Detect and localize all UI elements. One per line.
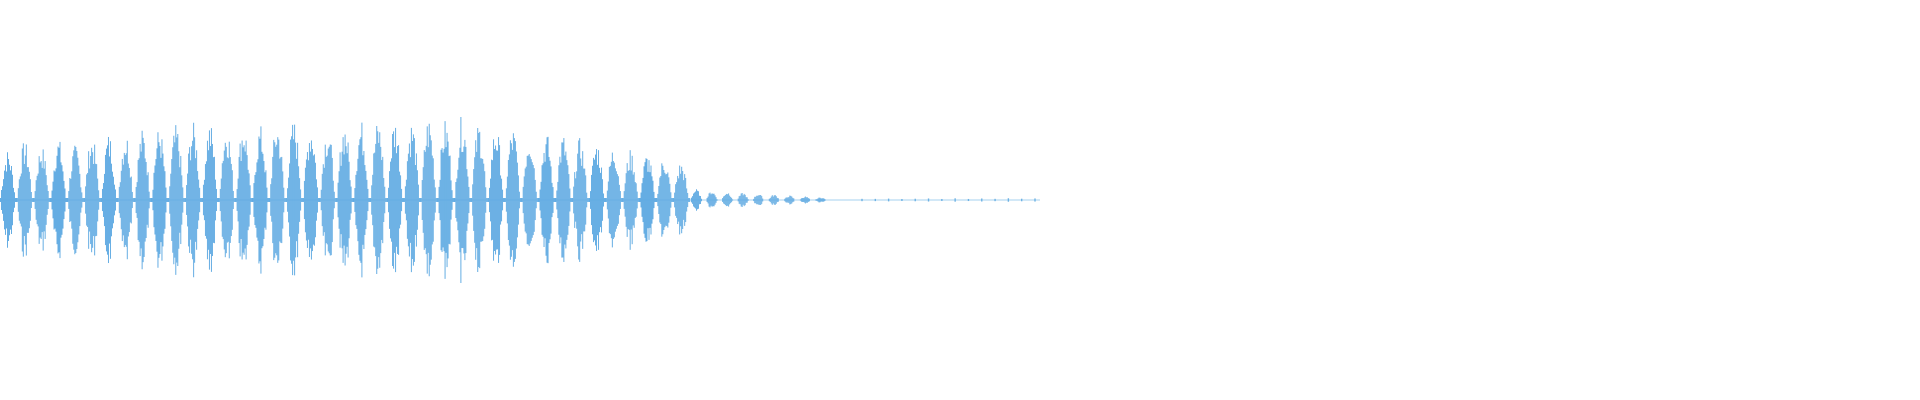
waveform-bars	[0, 116, 1036, 284]
